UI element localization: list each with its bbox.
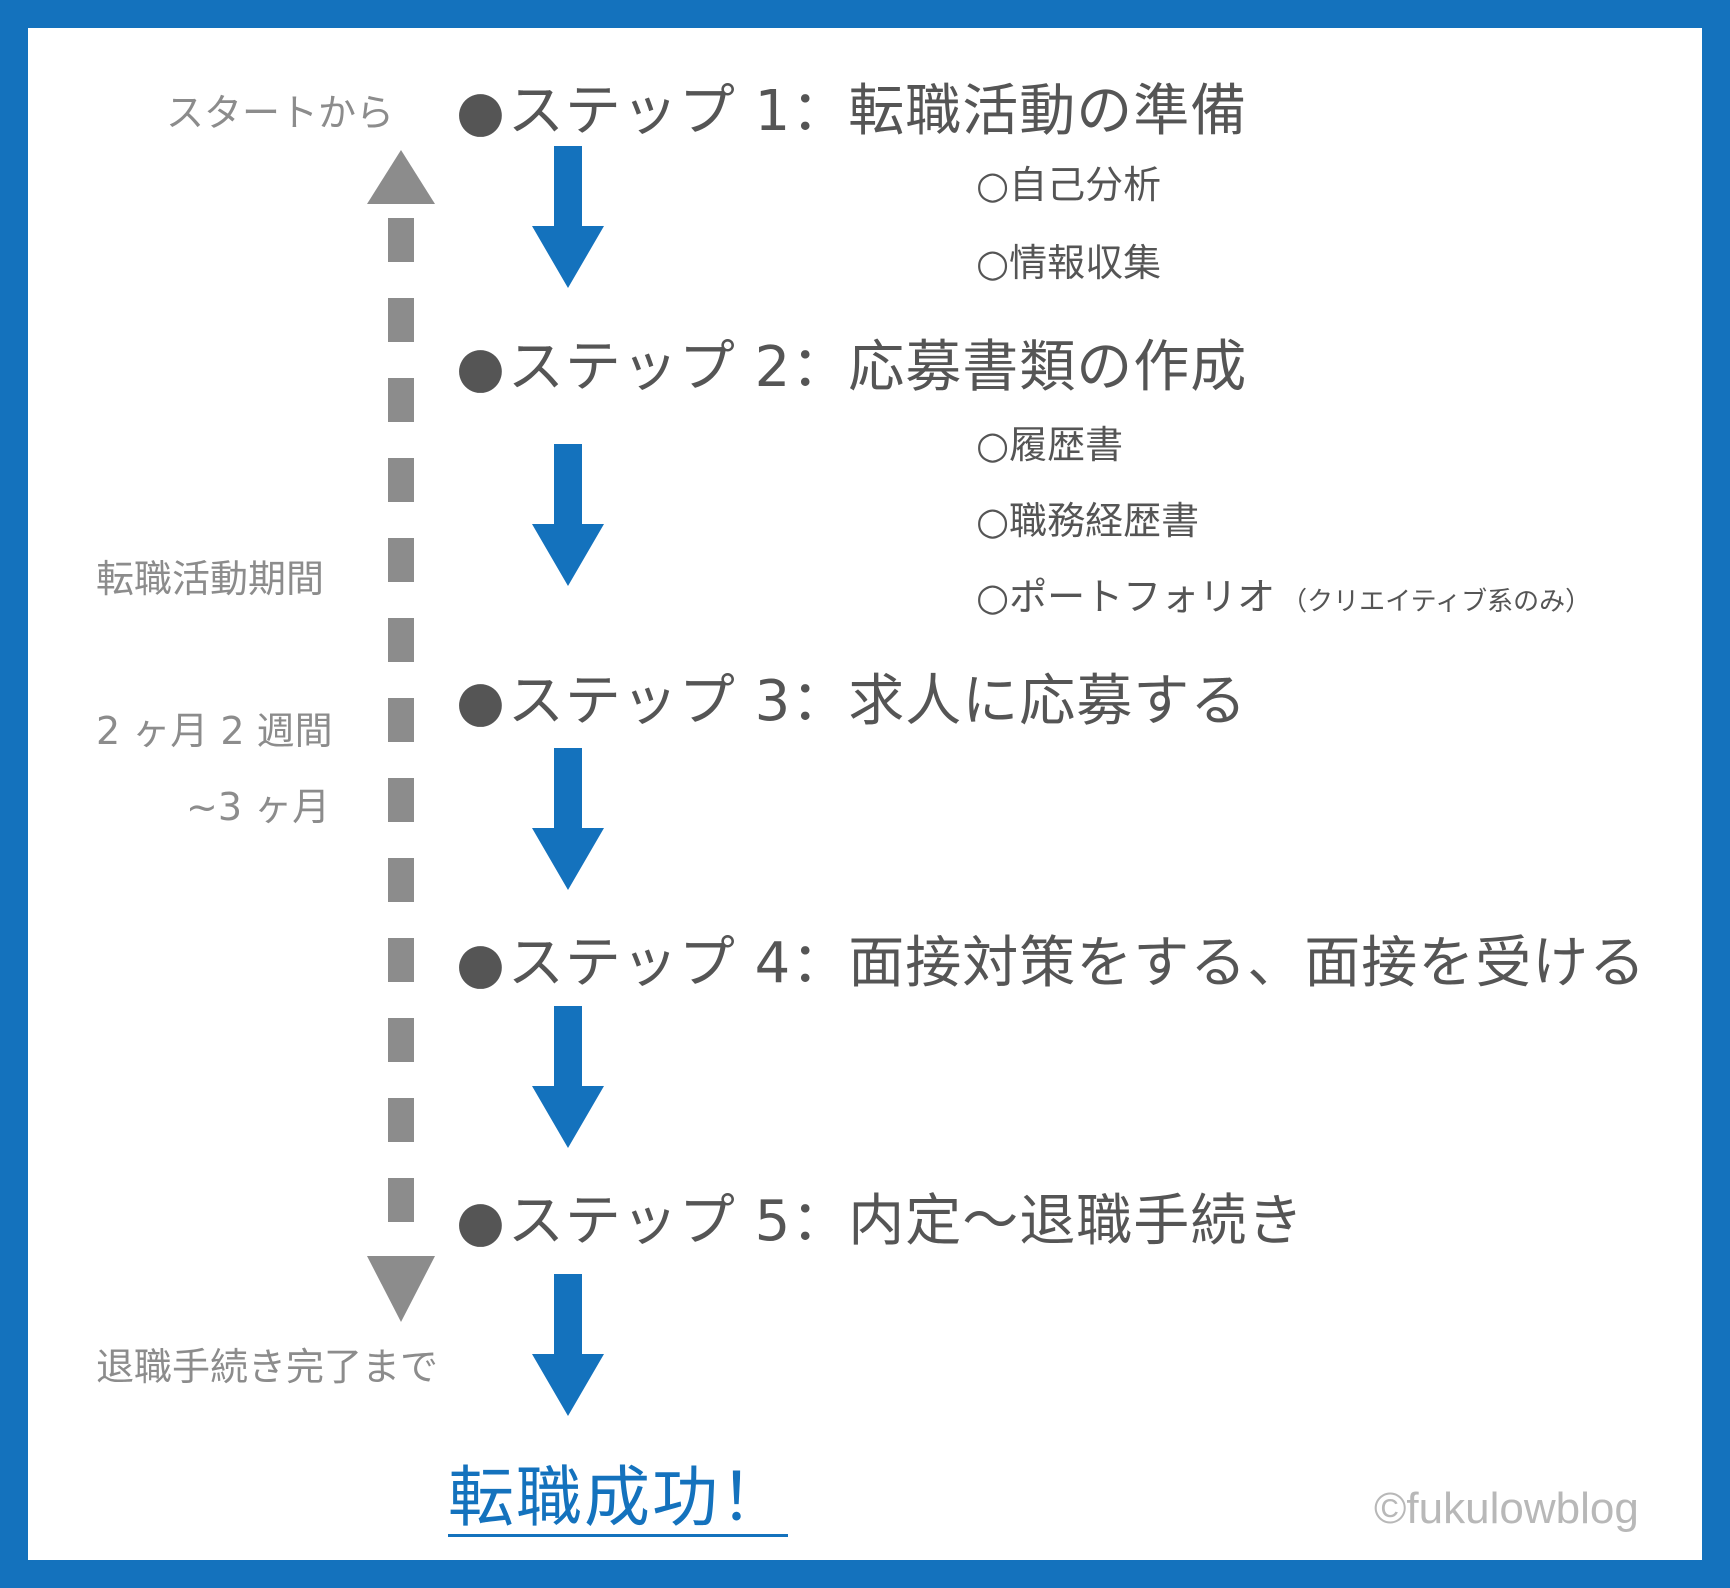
- step-1-sub-1: ○自己分析: [976, 163, 1162, 207]
- success-text: 転職成功！: [448, 1459, 788, 1536]
- step-2-title: ●ステップ 2：応募書類の作成: [456, 322, 1247, 403]
- bullet-icon: ●: [456, 335, 506, 400]
- timeline-dash: [388, 698, 414, 742]
- bullet-icon: ●: [456, 669, 506, 734]
- timeline-dash: [388, 378, 414, 422]
- timeline-up-arrowhead: [367, 150, 435, 204]
- down-arrow-icon: [532, 146, 604, 288]
- bullet-icon: ●: [456, 1189, 506, 1254]
- timeline-dash: [388, 618, 414, 662]
- down-arrow-icon: [532, 1274, 604, 1416]
- timeline-dash: [388, 538, 414, 582]
- portfolio-label: ○ポートフォリオ: [976, 575, 1276, 619]
- timeline-dash: [388, 298, 414, 342]
- portfolio-note: （クリエイティブ系のみ）: [1281, 587, 1592, 617]
- down-arrow-icon: [532, 748, 604, 890]
- step-label: ステップ 4：面接対策をする、面接を受ける: [507, 931, 1647, 996]
- timeline-dash: [388, 458, 414, 502]
- step-label: ステップ 5：内定〜退職手続き: [507, 1189, 1305, 1254]
- timeline-down-arrowhead: [367, 1256, 435, 1322]
- timeline-dash: [388, 1178, 414, 1222]
- copyright: ©fukulowblog: [1374, 1484, 1639, 1533]
- timeline-dashed-arrow: [367, 150, 435, 1322]
- duration-line1: 2 ヶ月 2 週間: [96, 709, 333, 753]
- step-1-title: ●ステップ 1：転職活動の準備: [456, 66, 1247, 147]
- down-arrow-icon: [532, 1006, 604, 1148]
- step-4-title: ●ステップ 4：面接対策をする、面接を受ける: [456, 918, 1646, 999]
- step-label: ステップ 2：応募書類の作成: [507, 335, 1248, 400]
- timeline-dash: [388, 858, 414, 902]
- step-2-sub-1: ○履歴書: [976, 423, 1124, 467]
- timeline-dash: [388, 218, 414, 262]
- period-label: 転職活動期間: [96, 557, 325, 601]
- duration-line2: ~3 ヶ月: [186, 785, 331, 829]
- timeline-dash: [388, 778, 414, 822]
- bullet-icon: ●: [456, 79, 506, 144]
- start-label: スタートから: [166, 91, 395, 135]
- step-2-sub-2: ○職務経歴書: [976, 499, 1200, 543]
- timeline-dash: [388, 938, 414, 982]
- down-arrow-icon: [532, 444, 604, 586]
- timeline-dash: [388, 1098, 414, 1142]
- step-label: ステップ 3：求人に応募する: [507, 669, 1248, 734]
- step-1-sub-2: ○情報収集: [976, 241, 1162, 285]
- timeline-dashes: [388, 218, 414, 1222]
- step-arrows: [532, 146, 604, 1416]
- step-5-title: ●ステップ 5：内定〜退職手続き: [456, 1176, 1304, 1257]
- end-label: 退職手続き完了まで: [96, 1345, 439, 1389]
- step-3-title: ●ステップ 3：求人に応募する: [456, 656, 1247, 737]
- step-2-sub-3: ○ポートフォリオ（クリエイティブ系のみ）: [976, 566, 1591, 621]
- timeline-dash: [388, 1018, 414, 1062]
- bullet-icon: ●: [456, 931, 506, 996]
- step-label: ステップ 1：転職活動の準備: [507, 79, 1248, 144]
